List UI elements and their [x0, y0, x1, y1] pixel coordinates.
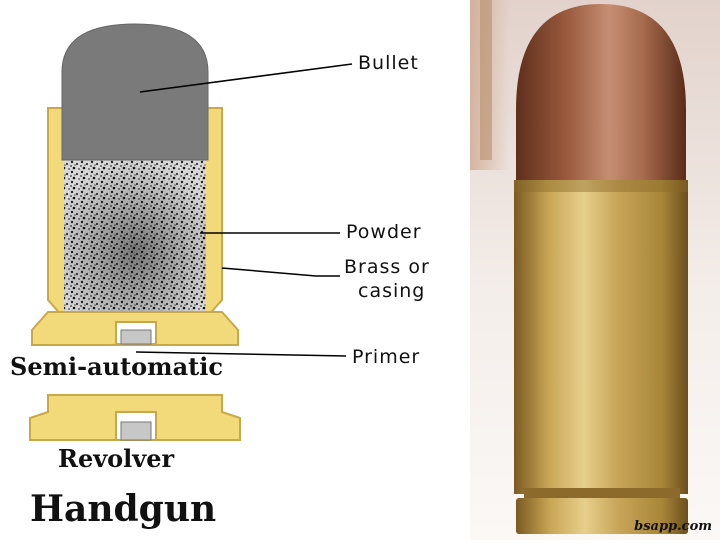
primer-cup-revolver [121, 422, 151, 440]
revolver-cartridge-base [30, 395, 240, 440]
primer-cup [121, 330, 151, 344]
photo-brass-case [514, 180, 688, 494]
label-brass-line1: Brass or [344, 256, 430, 278]
cartridge-photo [470, 0, 720, 540]
label-bullet: Bullet [358, 52, 419, 74]
brass-leader [222, 268, 340, 276]
photo-bullet-tip [516, 4, 686, 186]
caption-revolver: Revolver [58, 444, 174, 473]
bullet-shape [62, 24, 208, 160]
caption-semi-automatic: Semi-automatic [10, 352, 223, 381]
label-brass-line2: casing [358, 280, 425, 302]
semi-automatic-cartridge [32, 24, 238, 345]
figure-title: Handgun [30, 488, 216, 530]
photo-watermark: bsapp.com [634, 519, 712, 534]
label-powder: Powder [346, 221, 422, 243]
label-primer: Primer [352, 346, 420, 368]
